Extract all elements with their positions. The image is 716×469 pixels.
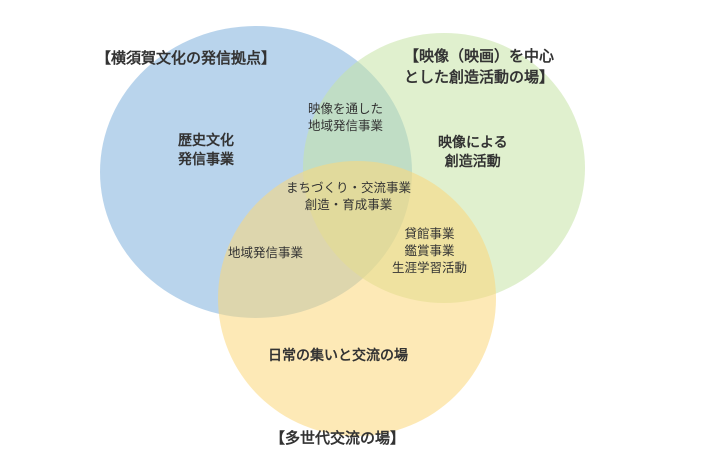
region-green-yellow-line1: 貸館事業 — [404, 226, 455, 241]
title-creative-activity-line2: とした創造活動の場】 — [404, 68, 555, 86]
region-blue-yellow-line1: 地域発信事業 — [228, 245, 304, 260]
region-blue-only-line1: 歴史文化 — [178, 133, 234, 149]
region-green-only-line2: 創造活動 — [444, 153, 501, 170]
region-blue-green-line1: 映像を通した — [308, 101, 384, 116]
region-all-three-line1: まちづくり・交流事業 — [286, 180, 412, 195]
region-yellow-only: 日常の集いと交流の場 — [268, 347, 408, 366]
circle-multigenerational-exchange — [218, 161, 496, 436]
region-all-three-line2: 創造・育成事業 — [304, 196, 393, 212]
region-green-only: 映像による 創造活動 — [438, 134, 508, 172]
region-blue-green-line2: 地域発信事業 — [308, 117, 384, 133]
title-culture-hub: 【横須賀文化の発信拠点】 — [96, 49, 277, 67]
region-green-yellow-line3: 生涯学習活動 — [392, 259, 468, 275]
title-creative-activity: 【映像（映画）を中心 とした創造活動の場】 — [404, 46, 554, 88]
region-all-three: まちづくり・交流事業 創造・育成事業 — [286, 180, 411, 214]
title-creative-activity-line1: 【映像（映画）を中心 — [404, 47, 555, 65]
region-yellow-only-line1: 日常の集いと交流の場 — [268, 348, 408, 364]
title-multigenerational-exchange: 【多世代交流の場】 — [270, 429, 406, 447]
region-blue-only-line2: 発信事業 — [178, 151, 234, 168]
region-green-yellow-line2: 鑑賞事業 — [404, 242, 455, 258]
region-blue-green: 映像を通した 地域発信事業 — [308, 101, 383, 135]
region-green-only-line1: 映像による — [438, 135, 508, 151]
region-green-yellow: 貸館事業 鑑賞事業 生涯学習活動 — [392, 226, 467, 277]
region-blue-yellow: 地域発信事業 — [228, 245, 303, 262]
region-blue-only: 歴史文化 発信事業 — [178, 132, 234, 170]
